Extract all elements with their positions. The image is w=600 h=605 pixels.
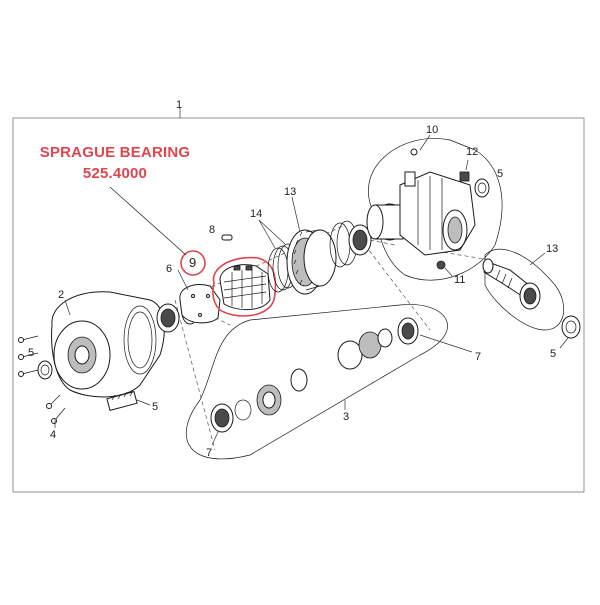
label-gasket: 6 — [166, 263, 172, 275]
seal-top-right — [474, 178, 490, 198]
plug — [436, 260, 446, 270]
label-front-cover: 2 — [58, 289, 64, 301]
front-cover — [51, 291, 165, 398]
pin — [221, 234, 233, 241]
spacer-rings — [329, 203, 407, 268]
label-pin: 8 — [209, 224, 215, 236]
sprague-bearing — [219, 264, 271, 310]
label-seal-bottom-right: 5 — [550, 348, 556, 360]
label-assembly: 1 — [176, 99, 182, 111]
callout-leader — [109, 186, 187, 256]
label-seal-kit: 3 — [343, 411, 349, 423]
bolts — [18, 335, 66, 424]
housing — [399, 148, 476, 256]
fitting — [459, 171, 470, 182]
sprague-number-circle — [180, 250, 206, 276]
callout-title-line2: 525.4000 — [82, 165, 148, 182]
label-seal-left-bottom: 5 — [152, 401, 158, 413]
gear-assembly — [286, 229, 337, 295]
label-sprague-bearing: 9 — [189, 255, 196, 270]
gasket — [179, 284, 221, 324]
label-seal-top-right: 5 — [497, 168, 503, 180]
label-shims: 14 — [250, 208, 262, 220]
needle-bearing-small — [106, 390, 138, 412]
label-housing: 10 — [426, 124, 438, 136]
pinion-outline — [484, 248, 564, 331]
label-bearing-left: 7 — [206, 447, 212, 459]
label-pinion-shaft: 13 — [546, 243, 558, 255]
label-plug: 11 — [454, 274, 465, 286]
label-fitting: 12 — [466, 146, 478, 158]
callout-title-line1: SPRAGUE BEARING — [39, 144, 191, 161]
label-bolt: 4 — [50, 429, 56, 441]
assembly-frame — [12, 117, 585, 493]
seal-kit-outline — [185, 304, 448, 460]
label-bearing-right: 7 — [475, 351, 481, 363]
sprague-highlight — [212, 256, 277, 317]
seal-kit-parts — [210, 317, 419, 433]
housing-outline — [368, 138, 503, 281]
label-seal-left-top: 5 — [28, 347, 34, 359]
callout-title: SPRAGUE BEARING 525.4000 — [25, 144, 205, 182]
seal-left-top — [37, 360, 53, 380]
label-gear-assembly: 13 — [284, 186, 296, 198]
seal-bottom-right — [561, 315, 581, 339]
pinion-shaft — [482, 258, 541, 310]
